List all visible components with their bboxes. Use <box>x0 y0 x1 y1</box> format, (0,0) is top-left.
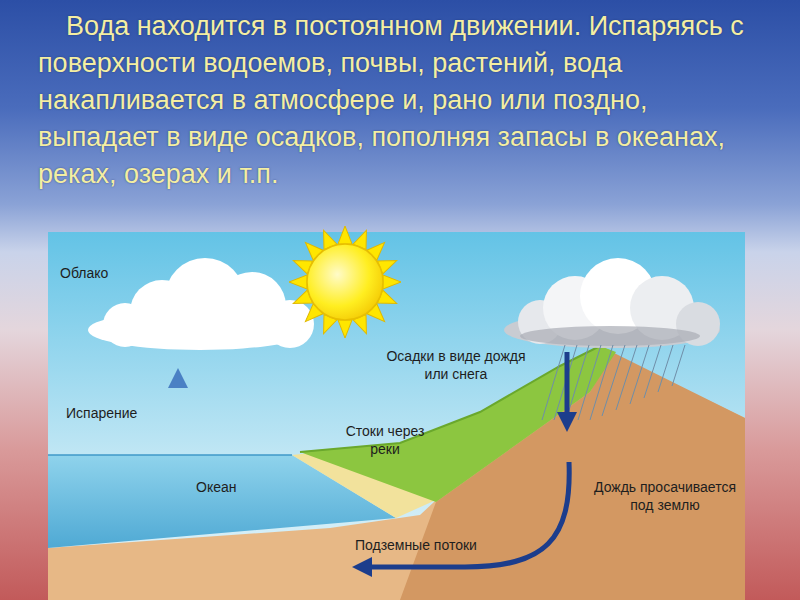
precipitation-arrow <box>565 352 570 422</box>
cloud <box>88 258 314 350</box>
sun-ray <box>338 226 352 244</box>
rain-line <box>590 345 613 420</box>
sun-ray <box>338 320 352 338</box>
diagram-label: Испарение <box>66 404 166 422</box>
rain-cloud <box>504 258 720 348</box>
diagram-label: Облако <box>60 264 150 282</box>
sky <box>48 232 745 600</box>
evaporation-arrow <box>176 378 181 506</box>
rain-line <box>578 345 601 420</box>
diagram-label: Стоки через реки <box>333 422 437 458</box>
rain-line <box>602 345 625 416</box>
rain-line <box>616 345 637 410</box>
rain-line <box>542 345 565 420</box>
heading-text: Вода находится в постоянном движении. Ис… <box>38 8 773 193</box>
rain-line <box>672 345 685 386</box>
cloud-shadow <box>520 326 700 346</box>
diagram-label: Осадки в виде дождя или снега <box>386 347 526 383</box>
diagram-label: Дождь просачивается под землю <box>585 478 745 514</box>
rain <box>542 345 685 420</box>
grass-edge <box>300 346 600 452</box>
rain-line <box>658 345 673 392</box>
rain-line <box>630 345 649 404</box>
diagram-label: Подземные потоки <box>355 536 515 554</box>
sun <box>289 226 401 338</box>
shoreline <box>48 454 292 456</box>
sun-ray <box>383 275 401 289</box>
cloud-part <box>266 300 314 348</box>
diagram-label: Океан <box>196 478 266 496</box>
sun-rays <box>289 226 401 338</box>
sun-ray <box>289 275 307 289</box>
sun-disc <box>307 244 383 320</box>
